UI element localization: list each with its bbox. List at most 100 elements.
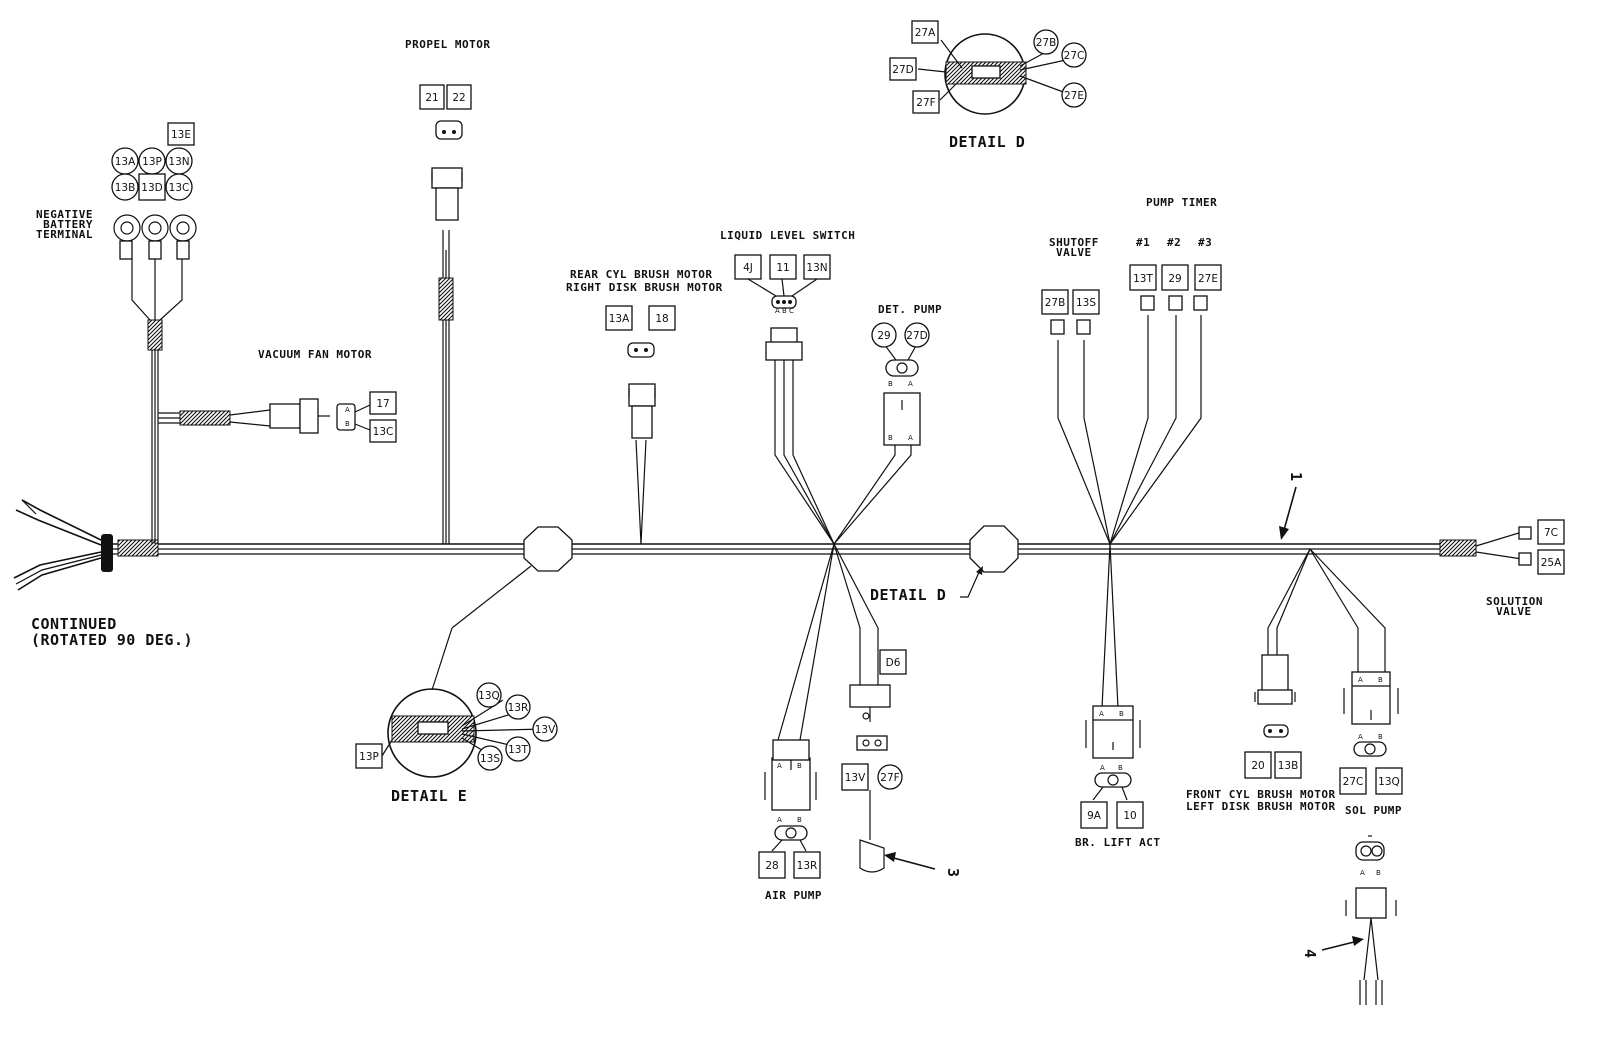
wire-tag xyxy=(369,419,397,443)
propel-motor-branch xyxy=(431,120,463,544)
svg-text:4J: 4J xyxy=(743,262,753,274)
grommet-continuation xyxy=(13,499,113,591)
svg-text:13P: 13P xyxy=(359,751,379,763)
svg-text:29: 29 xyxy=(1168,273,1181,285)
liquid-level-branch xyxy=(747,278,835,545)
svg-text:A: A xyxy=(777,816,782,824)
svg-text:B: B xyxy=(797,816,802,824)
solution-label: SOLUTION xyxy=(1486,595,1543,608)
svg-text:B: B xyxy=(888,380,893,388)
det-pump-branch xyxy=(833,343,921,545)
wire-tag xyxy=(793,851,821,879)
wire-tag xyxy=(1375,767,1403,795)
ring-terminal-icon xyxy=(141,214,169,260)
wire-tag xyxy=(904,322,930,348)
svg-text:B: B xyxy=(1378,676,1383,684)
svg-text:27B: 27B xyxy=(1036,37,1057,49)
svg-text:B: B xyxy=(345,420,350,428)
wire-tag xyxy=(1041,289,1069,315)
wire-tag xyxy=(648,305,676,331)
wire-tag xyxy=(369,391,397,415)
callout-arrow-icon xyxy=(1279,486,1297,540)
shutoff-label: SHUTOFF xyxy=(1049,236,1099,249)
svg-text:21: 21 xyxy=(425,92,438,104)
callout-arrow-icon xyxy=(884,852,936,870)
wire-tag-label: 13C xyxy=(373,426,394,438)
continued-label: CONTINUED xyxy=(31,615,117,633)
svg-text:27C: 27C xyxy=(1064,50,1085,62)
rear-cyl-label: REAR CYL BRUSH MOTOR xyxy=(570,268,712,281)
svg-text:13N: 13N xyxy=(168,156,189,168)
wire-tag xyxy=(734,254,762,280)
vacuum-fan-branch: AB xyxy=(158,398,371,434)
svg-text:13Q: 13Q xyxy=(478,690,500,702)
pump-timer-1: #1 xyxy=(1136,236,1150,249)
svg-text:28: 28 xyxy=(765,860,778,872)
callout-3: 3 xyxy=(944,868,962,878)
detail-d-tags: 27A 27B 27C 27D 27E 27F xyxy=(889,20,1087,114)
svg-text:27C: 27C xyxy=(1343,776,1364,788)
main-harness-trunk xyxy=(112,539,1477,557)
wire-tag xyxy=(1161,264,1189,291)
svg-text:D6: D6 xyxy=(886,657,901,669)
br-lift-branch xyxy=(1085,543,1141,801)
liquid-level-switch-label: LIQUID LEVEL SWITCH xyxy=(720,229,855,242)
svg-text:A: A xyxy=(908,434,913,442)
air-pump-label: AIR PUMP xyxy=(765,889,822,902)
svg-text:A: A xyxy=(345,406,350,414)
solution-valve-label: VALVE xyxy=(1496,605,1532,618)
svg-text:13Q: 13Q xyxy=(1378,776,1400,788)
ring-terminal-icon xyxy=(169,214,197,260)
svg-text:9A: 9A xyxy=(1087,810,1102,822)
svg-text:A: A xyxy=(777,762,782,770)
detail-d-label: DETAIL D xyxy=(949,133,1025,151)
wire-tag xyxy=(1072,289,1100,315)
front-cyl-label: FRONT CYL BRUSH MOTOR xyxy=(1186,788,1336,801)
svg-text:B: B xyxy=(782,307,787,315)
svg-text:13S: 13S xyxy=(1076,297,1096,309)
wire-tag xyxy=(803,254,831,280)
diode-branch xyxy=(833,543,891,873)
svg-text:B: B xyxy=(1378,733,1383,741)
svg-text:A: A xyxy=(775,307,780,315)
ring-terminal-icon xyxy=(113,214,141,260)
svg-text:13R: 13R xyxy=(797,860,818,872)
pump-timer-2: #2 xyxy=(1167,236,1181,249)
svg-text:11: 11 xyxy=(776,262,789,274)
svg-text:25A: 25A xyxy=(1541,557,1562,569)
continued-rotated-label: (ROTATED 90 DEG.) xyxy=(31,631,193,649)
shutoff-pump-timer-branch xyxy=(1050,295,1208,545)
svg-text:13R: 13R xyxy=(508,702,529,714)
svg-text:27D: 27D xyxy=(906,330,927,342)
callout-4: 4 xyxy=(1301,949,1319,959)
vacuum-fan-motor-label: VACUUM FAN MOTOR xyxy=(258,348,372,361)
negative-battery-label: NEGATIVE xyxy=(36,208,93,221)
wire-tag xyxy=(1537,519,1565,545)
front-cyl-sol-pump-branch xyxy=(1254,548,1399,757)
svg-text:A: A xyxy=(908,380,913,388)
svg-text:27D: 27D xyxy=(892,64,913,76)
svg-text:13B: 13B xyxy=(1278,760,1299,772)
battery-branch xyxy=(113,214,197,544)
wire-tag xyxy=(1537,549,1565,575)
pump-timer-label: PUMP TIMER xyxy=(1146,196,1217,209)
detail-d-zoom xyxy=(917,33,1067,115)
svg-text:B: B xyxy=(888,434,893,442)
svg-text:B: B xyxy=(1119,710,1124,718)
left-disk-label: LEFT DISK BRUSH MOTOR xyxy=(1186,800,1336,813)
svg-text:13A: 13A xyxy=(115,156,136,168)
det-pump-label: DET. PUMP xyxy=(878,303,942,316)
svg-text:27F: 27F xyxy=(916,97,935,109)
wire-tag xyxy=(769,254,797,280)
svg-text:7C: 7C xyxy=(1544,527,1558,539)
propel-motor-label: PROPEL MOTOR xyxy=(405,38,490,51)
wire-tag xyxy=(1339,767,1367,795)
pin-labels: B A B A A B A B A B A B A B A B A B A B … xyxy=(775,307,1383,877)
wire-tag-label: 17 xyxy=(376,398,389,410)
wire-tag xyxy=(419,84,445,110)
wire-tag xyxy=(758,851,786,879)
svg-text:A: A xyxy=(1099,710,1104,718)
svg-text:13T: 13T xyxy=(508,744,528,756)
svg-text:A: A xyxy=(1100,764,1105,772)
wire-tag xyxy=(1194,264,1222,291)
